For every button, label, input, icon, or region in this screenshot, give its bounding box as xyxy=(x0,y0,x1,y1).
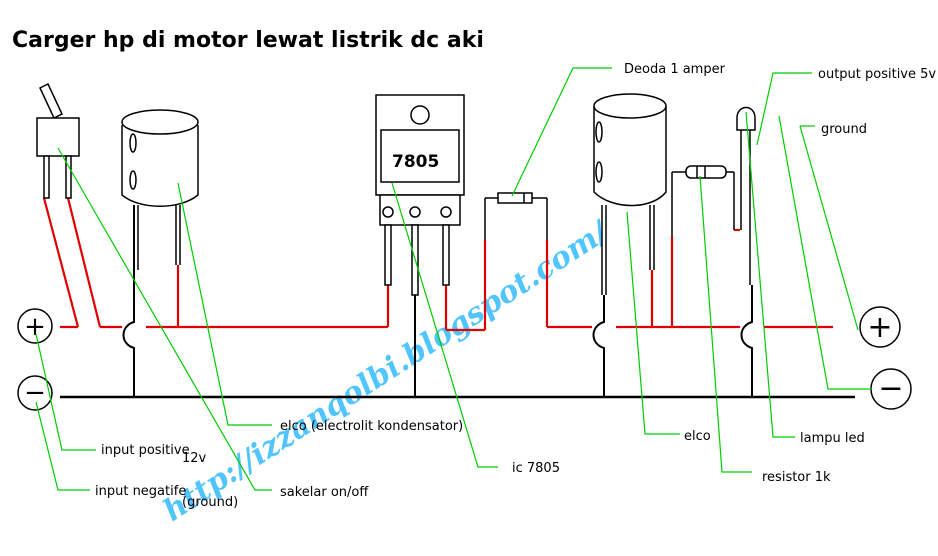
switch-component xyxy=(36,82,80,199)
leader-lines xyxy=(35,67,872,491)
label-lampu-led: lampu led xyxy=(800,431,865,446)
label-ground-right: ground xyxy=(821,122,867,137)
diagram-title: Carger hp di motor lewat listrik dc aki xyxy=(12,28,484,53)
plus-symbol: + xyxy=(867,310,892,345)
led-component xyxy=(736,106,756,285)
elco-left-component xyxy=(121,109,199,270)
label-ic: ic 7805 xyxy=(512,461,560,476)
elco-right-component xyxy=(593,93,667,295)
terminal-input-positive: + xyxy=(17,308,53,344)
label-elco-right: elco xyxy=(684,429,711,444)
ic-marking: 7805 xyxy=(392,152,439,172)
positive-rail xyxy=(42,197,833,332)
label-deoda: Deoda 1 amper xyxy=(624,62,726,77)
label-sakelar: sakelar on/off xyxy=(280,485,369,500)
minus-symbol: − xyxy=(878,371,903,406)
terminal-output-negative: − xyxy=(870,368,912,410)
diode-component xyxy=(484,192,548,240)
resistor-component xyxy=(671,165,735,237)
label-ground-left: (ground) xyxy=(182,495,238,510)
plus-symbol: + xyxy=(24,312,46,342)
label-voltage: 12v xyxy=(182,451,207,466)
label-resistor: resistor 1k xyxy=(762,470,831,485)
ground-legs xyxy=(122,205,753,397)
terminal-output-positive: + xyxy=(859,306,901,348)
minus-symbol: − xyxy=(24,378,46,408)
label-output-positive: output positive 5v xyxy=(818,67,936,82)
label-input-positive: input positive xyxy=(101,443,190,458)
label-elco-left: elco (electrolit kondensator) xyxy=(280,419,463,434)
terminal-input-negative: − xyxy=(17,375,53,411)
label-input-negative: input negatife xyxy=(95,484,186,499)
ic-7805-component xyxy=(375,94,465,296)
